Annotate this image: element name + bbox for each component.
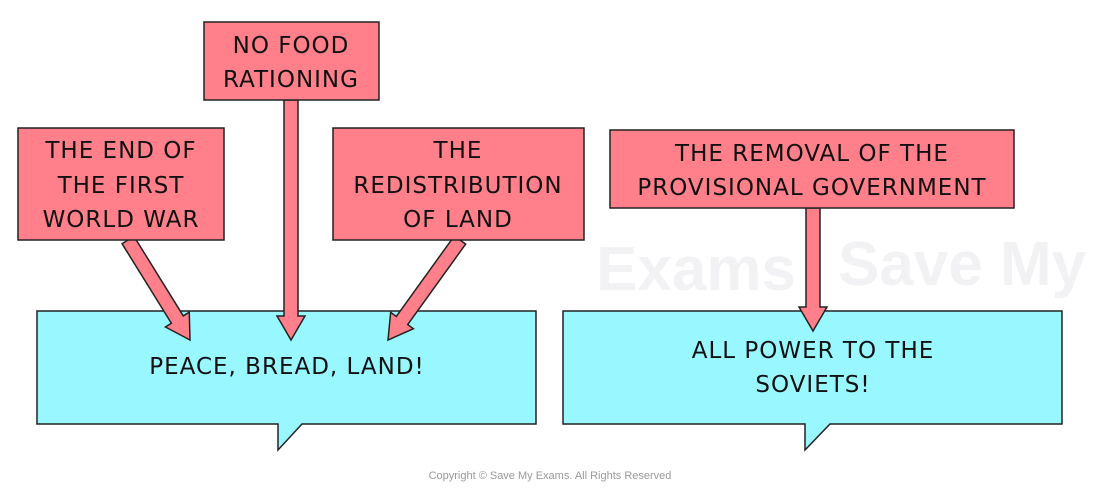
cause-box-redistribution-of-land: [332, 127, 585, 241]
cause-text: RATIONING: [223, 67, 359, 93]
cause-text: THE REMOVAL OF THE: [674, 141, 949, 167]
slogan-bubble-all-power: [562, 310, 1063, 452]
arrow-removal-of-government-icon: [797, 207, 829, 333]
cause-box-removal-of-government: [609, 129, 1015, 209]
slogan-text: ALL POWER TO THE: [692, 338, 935, 364]
cause-text: PROVISIONAL GOVERNMENT: [637, 175, 986, 201]
cause-box-end-of-war: [17, 127, 225, 241]
cause-text: NO FOOD: [233, 33, 350, 59]
watermark-line: Save My: [838, 230, 1087, 299]
arrow-end-of-war-icon: [121, 235, 191, 342]
slogan-bubble-peace-bread-land: [36, 310, 537, 452]
cause-text: REDISTRIBUTION: [353, 173, 562, 199]
copyright-notice: Copyright © Save My Exams. All Rights Re…: [429, 470, 672, 482]
watermark: Save My Exams: [596, 230, 1087, 304]
cause-text: THE END OF: [44, 138, 196, 164]
slogan-text: SOVIETS!: [755, 372, 870, 398]
cause-text: THE: [433, 138, 483, 164]
cause-text: OF LAND: [403, 207, 513, 233]
slogan-text: PEACE, BREAD, LAND!: [149, 354, 425, 380]
cause-text: THE FIRST: [57, 173, 185, 199]
arrow-no-food-rationing-icon: [275, 99, 307, 342]
cause-box-no-food-rationing: [203, 21, 380, 101]
arrow-redistribution-of-land-icon: [387, 234, 467, 342]
watermark-line: Exams: [596, 235, 796, 304]
cause-text: WORLD WAR: [43, 207, 200, 233]
